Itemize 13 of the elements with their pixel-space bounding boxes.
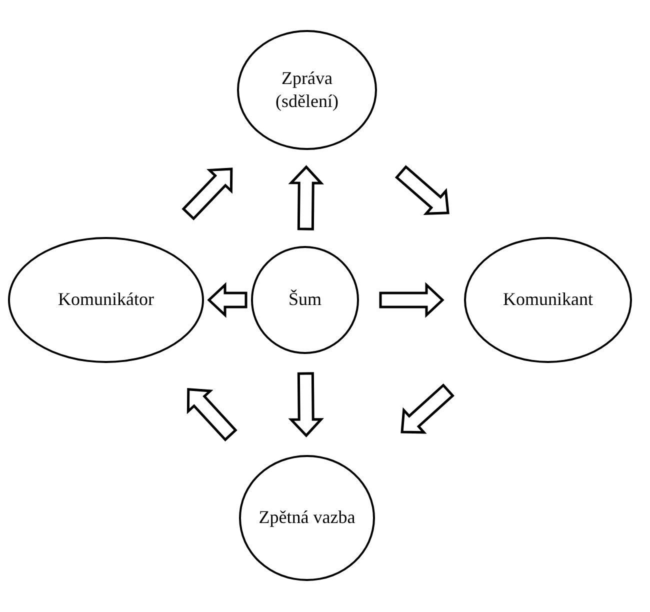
block-arrow (207, 282, 248, 318)
node-label: Komunikant (503, 288, 593, 312)
block-arrow (379, 282, 444, 318)
block-arrow (288, 165, 324, 230)
node-label: Komunikátor (58, 288, 154, 312)
block-arrow (288, 372, 324, 438)
block-arrow (400, 383, 454, 434)
node-label: Šum (288, 288, 322, 312)
block-arrow (182, 168, 233, 220)
block-arrow (186, 388, 238, 442)
node-label: Zpráva (sdělení) (274, 66, 340, 113)
block-arrow (394, 165, 450, 216)
node-label: Zpětná vazba (258, 506, 356, 530)
